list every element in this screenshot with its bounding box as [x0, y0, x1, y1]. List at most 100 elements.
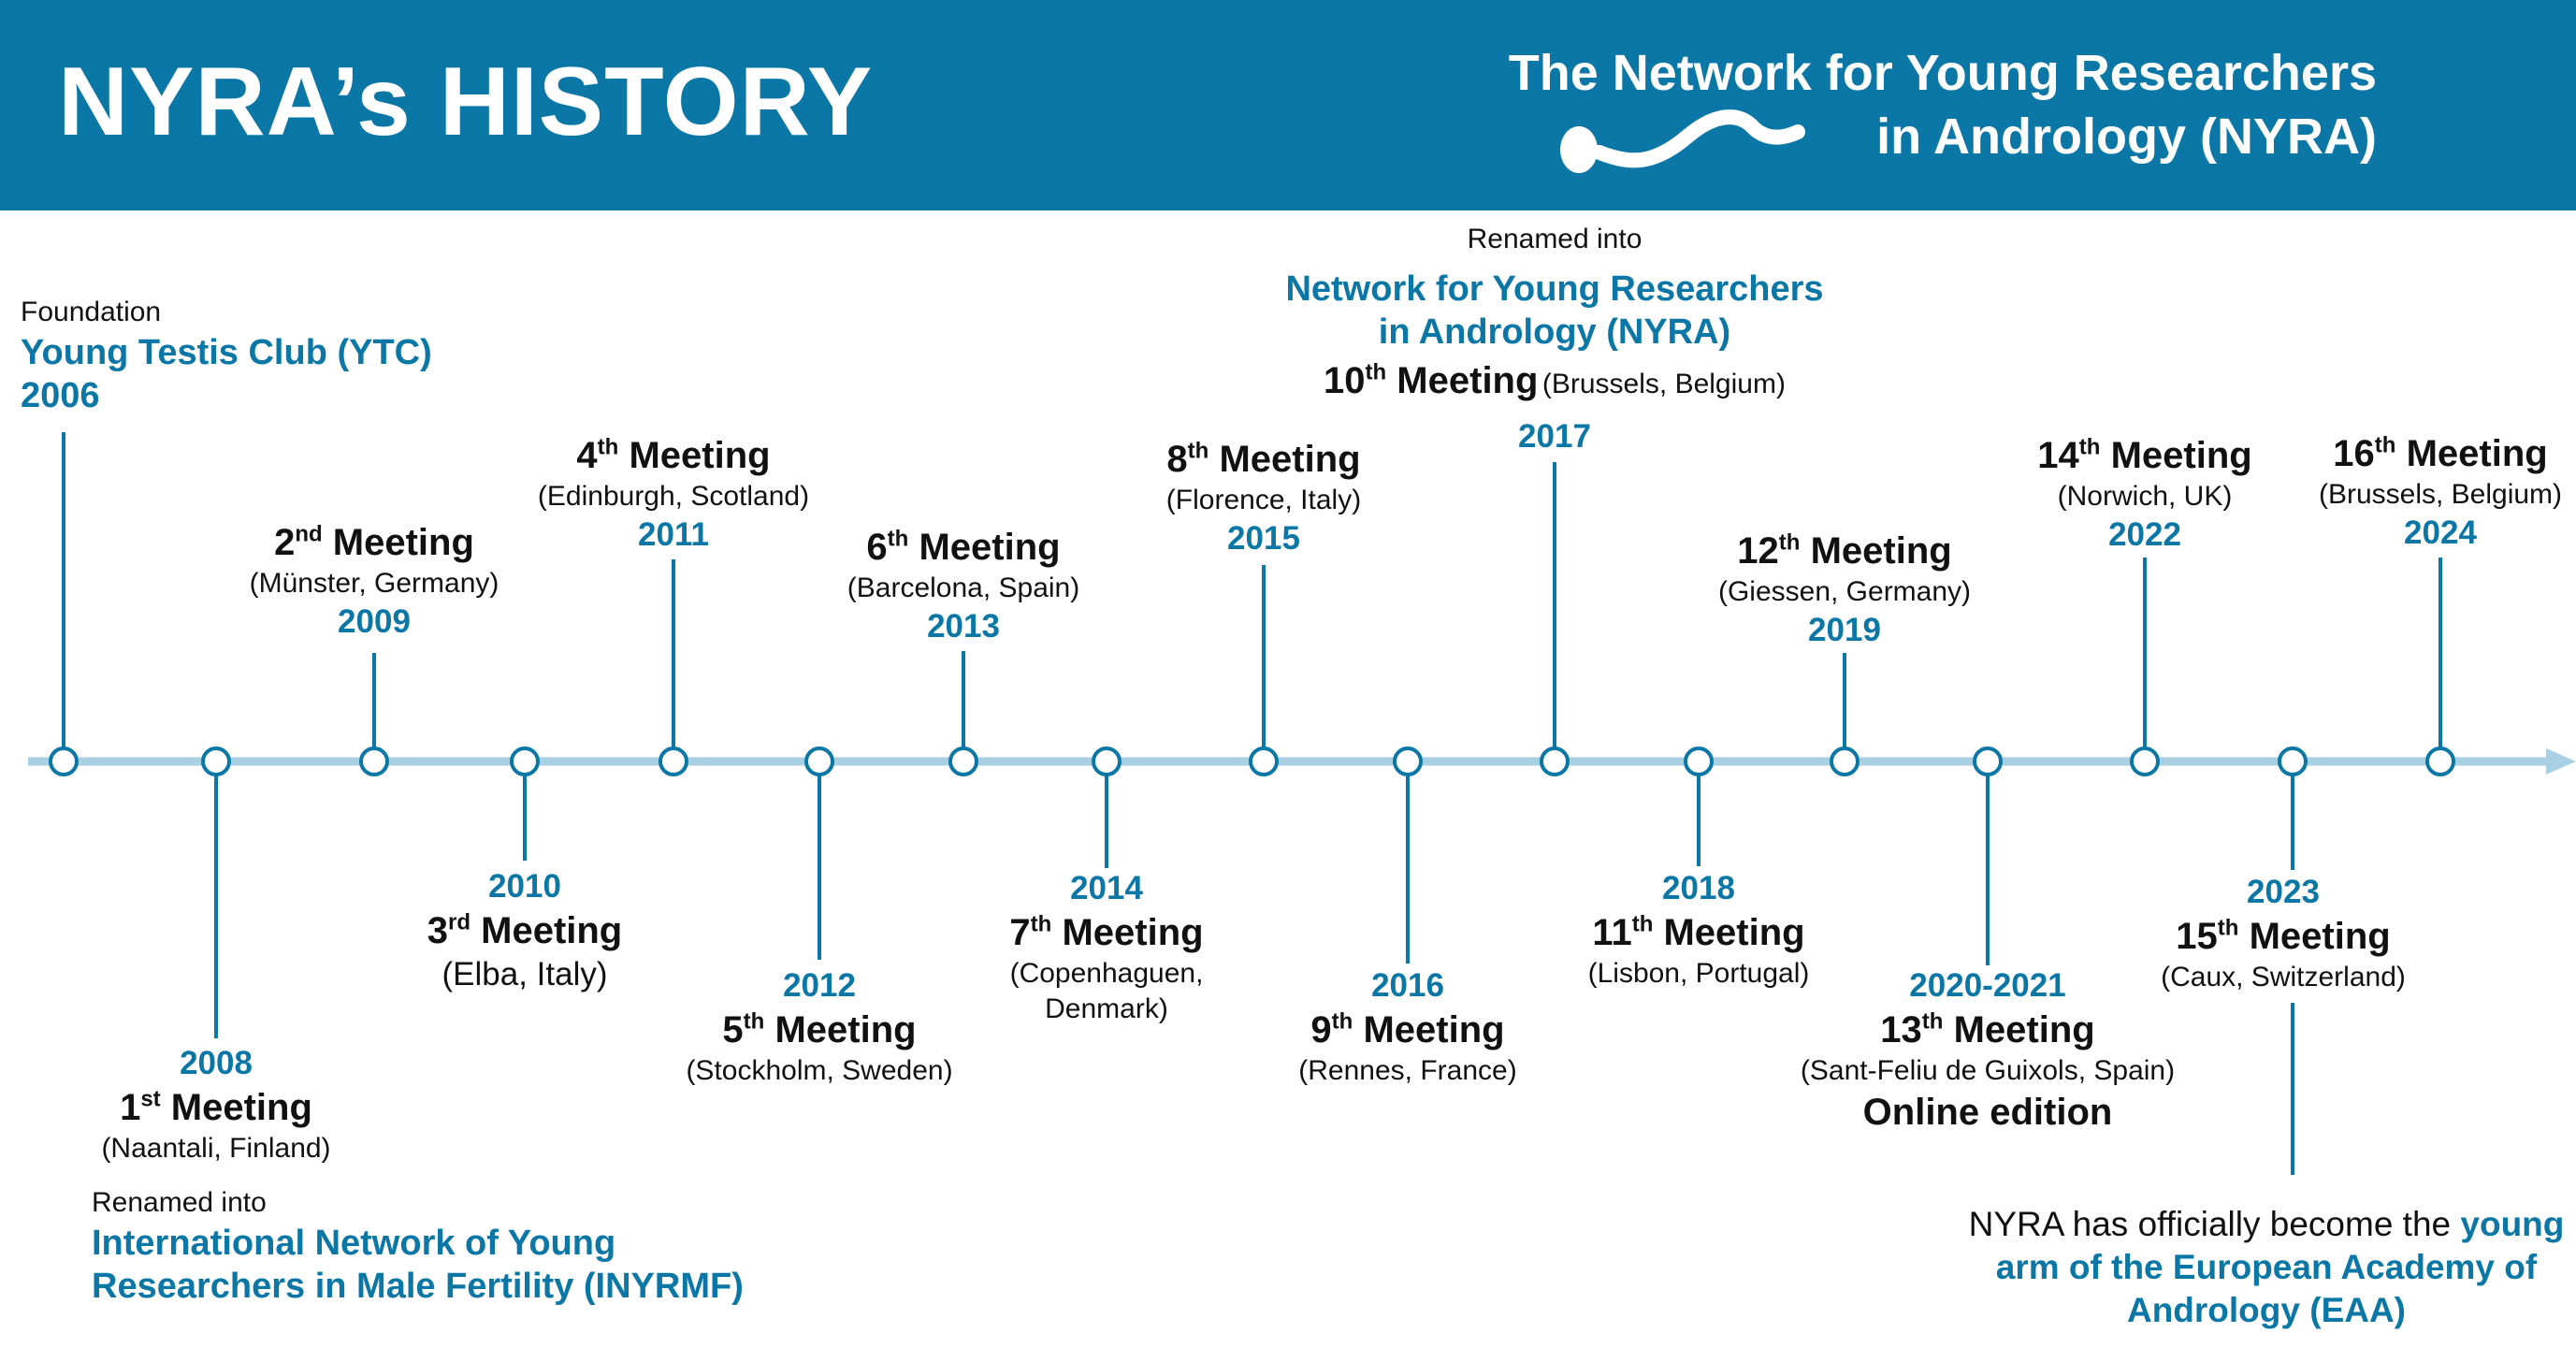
timeline-axis	[28, 748, 2576, 775]
meeting-year: 2016	[1371, 967, 1444, 1004]
meeting-year: 2011	[638, 516, 709, 553]
event-2013: 6th Meeting (Barcelona, Spain) 2013	[847, 524, 1079, 647]
meeting-title: 1st Meeting	[120, 1086, 312, 1128]
meeting-place: (Stockholm, Sweden)	[686, 1055, 953, 1086]
meeting-place: (Giessen, Germany)	[1717, 576, 1972, 607]
renamed-name-line2: in Andrology (NYRA)	[1378, 312, 1731, 352]
renamed-label: Renamed into	[92, 1187, 267, 1218]
header-banner: NYRA’s HISTORY The Network for Young Res…	[0, 0, 2576, 210]
foundation-label: Foundation	[21, 297, 162, 327]
event-2014: 2014 7th Meeting (Copenhaguen, Denmark)	[1009, 868, 1203, 1027]
meeting-title: 14th Meeting	[2037, 434, 2252, 476]
meeting-place: (Münster, Germany)	[249, 568, 499, 599]
meeting-year: 2019	[1808, 612, 1881, 648]
foundation-name: Young Testis Club (YTC)	[21, 333, 432, 372]
meeting-year: 2012	[783, 967, 856, 1004]
meeting-title: 9th Meeting	[1310, 1008, 1505, 1050]
meeting-title: 2nd Meeting	[274, 521, 474, 563]
node-2016	[1393, 746, 1423, 776]
page-title: NYRA’s HISTORY	[58, 48, 874, 156]
meeting-title: 5th Meeting	[722, 1008, 917, 1050]
online-edition-label: Online edition	[1862, 1092, 2113, 1133]
eaa-line3: Andrology (EAA)	[2126, 1291, 2407, 1329]
meeting-place: (Brussels, Belgium)	[2318, 479, 2563, 510]
meeting-year: 2010	[488, 868, 561, 905]
event-2012: 2012 5th Meeting (Stockholm, Sweden)	[686, 965, 952, 1089]
event-2020-2021: 2020-2021 13th Meeting (Sant-Feliu de Gu…	[1801, 965, 2175, 1136]
meeting-year: 2024	[2404, 514, 2477, 551]
node-2020-2021	[1973, 746, 2003, 776]
eaa-line1: NYRA has officially become the young	[1968, 1205, 2565, 1243]
meeting-year: 2014	[1070, 870, 1143, 906]
meeting-title: 13th Meeting	[1880, 1008, 2095, 1050]
node-2013	[948, 746, 978, 776]
meeting-year: 2013	[927, 608, 1000, 645]
meeting-place: (Caux, Switzerland)	[2161, 962, 2406, 993]
meeting-title: 12th Meeting	[1737, 529, 1952, 572]
meeting-place: (Florence, Italy)	[1165, 485, 1362, 515]
foundation-note: Foundation Young Testis Club (YTC) 2006	[21, 294, 432, 417]
meeting-place-line2: Denmark)	[1045, 993, 1168, 1024]
foundation-year: 2006	[21, 376, 100, 415]
meeting-title: 7th Meeting	[1009, 911, 1204, 953]
node-2017	[1540, 746, 1570, 776]
meeting-year: 2008	[180, 1045, 253, 1081]
node-2023	[2278, 746, 2308, 776]
node-2006	[49, 746, 79, 776]
event-2010: 2010 3rd Meeting (Elba, Italy)	[427, 866, 623, 995]
event-2022: 14th Meeting (Norwich, UK) 2022	[2037, 432, 2251, 556]
node-2015	[1249, 746, 1279, 776]
meeting-year: 2020-2021	[1909, 967, 2066, 1004]
node-2008	[201, 746, 231, 776]
meeting-place: (Naantali, Finland)	[101, 1133, 331, 1164]
eaa-line2: arm of the European Academy of	[1995, 1248, 2538, 1286]
meeting-place: (Edinburgh, Scotland)	[537, 481, 810, 512]
meeting-place-line1: (Copenhaguen,	[1009, 958, 1204, 989]
sperm-logo-icon	[1560, 109, 1805, 173]
event-2019: 12th Meeting (Giessen, Germany) 2019	[1718, 528, 1971, 651]
event-2024: 16th Meeting (Brussels, Belgium) 2024	[2319, 430, 2562, 554]
organization-name: The Network for Young Researchers in And…	[1509, 41, 2377, 168]
meeting-title: 6th Meeting	[866, 526, 1061, 568]
event-2018: 2018 11th Meeting (Lisbon, Portugal)	[1588, 868, 1810, 992]
renamed-name-line1: Network for Young Researchers	[1285, 269, 1824, 309]
node-2009	[359, 746, 389, 776]
event-2015: 8th Meeting (Florence, Italy) 2015	[1166, 436, 1361, 559]
node-2019	[1830, 746, 1860, 776]
node-2010	[510, 746, 540, 776]
event-2017: Renamed into Network for Young Researche…	[1285, 221, 1823, 457]
meeting-place: (Barcelona, Spain)	[847, 572, 1080, 603]
meeting-year: 2018	[1662, 870, 1735, 906]
event-2008: 2008 1st Meeting (Naantali, Finland)	[101, 1043, 330, 1166]
node-2012	[804, 746, 834, 776]
event-2009: 2nd Meeting (Münster, Germany) 2009	[250, 519, 499, 643]
meeting-year: 2023	[2247, 874, 2320, 910]
meeting-year: 2022	[2108, 516, 2181, 553]
meeting-year: 2017	[1518, 418, 1591, 455]
meeting-title: 16th Meeting	[2333, 432, 2548, 474]
meeting-place: (Lisbon, Portugal)	[1587, 958, 1810, 989]
meeting-year: 2009	[338, 603, 411, 640]
organization-name-line1: The Network for Young Researchers	[1508, 45, 2377, 101]
renamed-name-line2: Researchers in Male Fertility (INYRMF)	[92, 1267, 744, 1306]
meeting-place: (Sant-Feliu de Guixols, Spain)	[1800, 1055, 2176, 1086]
renamed-name-line1: International Network of Young	[92, 1224, 616, 1263]
event-2023: 2023 15th Meeting (Caux, Switzerland)	[2161, 872, 2406, 995]
organization-name-line2: in Andrology (NYRA)	[1876, 109, 2377, 165]
eaa-note: NYRA has officially become the young arm…	[1930, 1203, 2576, 1332]
meeting-title-place: 10th Meeting (Brussels, Belgium)	[1324, 359, 1786, 401]
node-2024	[2425, 746, 2455, 776]
meeting-title: 8th Meeting	[1166, 438, 1361, 480]
node-2014	[1092, 746, 1122, 776]
event-2011: 4th Meeting (Edinburgh, Scotland) 2011	[538, 432, 809, 556]
event-2016: 2016 9th Meeting (Rennes, France)	[1298, 965, 1516, 1089]
meeting-year: 2015	[1227, 520, 1300, 557]
renamed-2008-note: Renamed into International Network of Yo…	[92, 1184, 744, 1308]
renamed-label: Renamed into	[1467, 224, 1643, 254]
meeting-title: 11th Meeting	[1592, 911, 1805, 953]
meeting-title: 15th Meeting	[2176, 915, 2391, 957]
node-2022	[2130, 746, 2160, 776]
node-2018	[1684, 746, 1714, 776]
meeting-place: (Rennes, France)	[1298, 1055, 1517, 1086]
meeting-title: 4th Meeting	[576, 434, 771, 476]
